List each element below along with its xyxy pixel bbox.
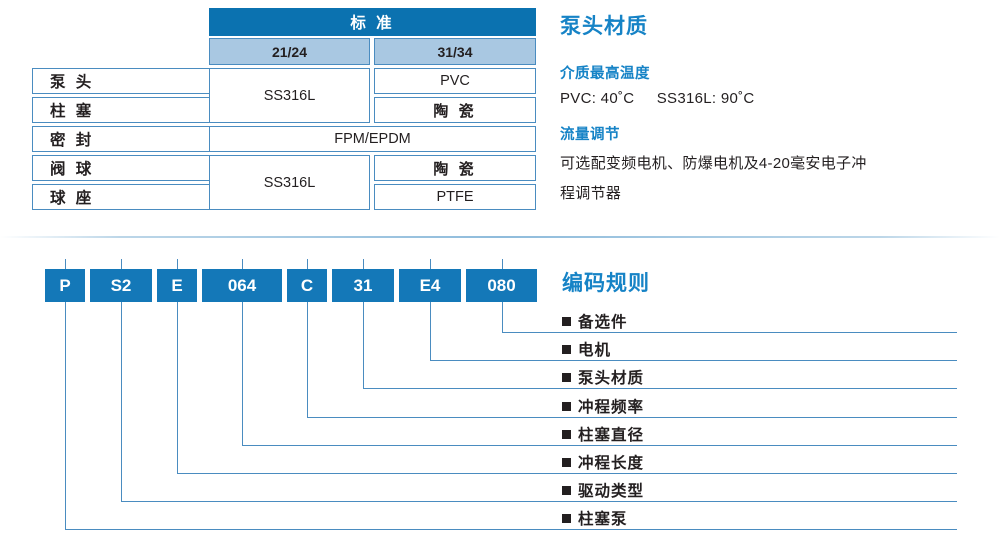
table-row-label-seal: 密 封 — [32, 126, 212, 152]
code-block-2: E — [157, 269, 197, 302]
square-bullet-icon — [562, 317, 571, 326]
code-block-tick-7 — [502, 259, 503, 269]
section-divider — [0, 236, 1000, 238]
spec-table-subheader-2124: 21/24 — [209, 38, 370, 65]
table-cell-seal-all: FPM/EPDM — [209, 126, 536, 152]
square-bullet-icon — [562, 345, 571, 355]
connector-vertical-1 — [430, 302, 431, 360]
connector-horizontal-1 — [430, 360, 957, 361]
table-cell-valve-ball-2124: SS316L — [209, 155, 370, 210]
code-block-5: 31 — [332, 269, 394, 302]
square-bullet-icon — [562, 429, 571, 439]
info-subtitle-temperature: 介质最高温度 — [560, 66, 650, 82]
connector-vertical-2 — [363, 302, 364, 388]
connector-vertical-6 — [121, 302, 122, 501]
code-block-tick-1 — [121, 259, 122, 269]
connector-vertical-3 — [307, 302, 308, 417]
connector-vertical-7 — [65, 302, 66, 529]
connector-horizontal-5 — [177, 473, 957, 474]
legend-item-label: 柱塞泵 — [578, 511, 628, 529]
table-cell-plunger-3134: 陶 瓷 — [374, 97, 536, 123]
code-block-0: P — [45, 269, 85, 302]
connector-vertical-0 — [502, 302, 503, 332]
legend-item-2: 泵头材质 — [562, 366, 644, 388]
legend-item-1: 电机 — [562, 338, 611, 360]
code-rule-title: 编码规则 — [562, 272, 650, 295]
square-bullet-icon — [562, 458, 571, 467]
info-flow-body-line-1: 可选配变频电机、防爆电机及4-20毫安电子冲 — [560, 155, 867, 172]
table-cell-ball-seat-3134: PTFE — [374, 184, 536, 210]
info-temperature-values: PVC: 40˚C SS316L: 90˚C — [560, 90, 755, 107]
legend-item-6: 驱动类型 — [562, 479, 644, 501]
spec-table: 标 准 21/24 31/34 泵 头 柱 塞 密 封 阀 球 球 座 SS31… — [0, 0, 540, 215]
legend-item-4: 柱塞直径 — [562, 423, 644, 445]
connector-vertical-4 — [242, 302, 243, 445]
legend-item-0: 备选件 — [562, 310, 628, 332]
code-block-tick-4 — [307, 259, 308, 269]
code-block-4: C — [287, 269, 327, 302]
connector-horizontal-2 — [363, 388, 957, 389]
table-row-label-valve-ball: 阀 球 — [32, 155, 212, 181]
page-title: 泵头材质 — [560, 15, 648, 38]
code-block-7: 080 — [466, 269, 537, 302]
table-cell-pump-head-2124: SS316L — [209, 68, 370, 123]
table-row-label-pump-head: 泵 头 — [32, 68, 212, 94]
legend-item-label: 驱动类型 — [578, 483, 645, 501]
code-block-tick-2 — [177, 259, 178, 269]
legend-item-3: 冲程频率 — [562, 395, 644, 417]
code-block-tick-5 — [363, 259, 364, 269]
square-bullet-icon — [562, 514, 571, 524]
connector-horizontal-6 — [121, 501, 957, 502]
table-cell-pump-head-3134: PVC — [374, 68, 536, 94]
code-block-6: E4 — [399, 269, 461, 302]
info-subtitle-flow: 流量调节 — [560, 127, 620, 143]
code-block-tick-6 — [430, 259, 431, 269]
legend-item-label: 冲程频率 — [578, 398, 645, 416]
legend-item-7: 柱塞泵 — [562, 507, 628, 529]
connector-vertical-5 — [177, 302, 178, 473]
code-block-3: 064 — [202, 269, 282, 302]
spec-table-header-standard: 标 准 — [209, 8, 536, 36]
spec-table-subheader-3134: 31/34 — [374, 38, 536, 65]
connector-horizontal-3 — [307, 417, 957, 418]
legend-item-label: 泵头材质 — [578, 370, 645, 388]
square-bullet-icon — [562, 401, 571, 411]
square-bullet-icon — [562, 373, 571, 383]
code-block-tick-0 — [65, 259, 66, 269]
connector-horizontal-0 — [502, 332, 957, 333]
table-row-label-plunger: 柱 塞 — [32, 97, 212, 123]
legend-item-5: 冲程长度 — [562, 451, 644, 473]
legend-item-label: 电机 — [578, 342, 612, 360]
code-block-tick-3 — [242, 259, 243, 269]
table-row-label-ball-seat: 球 座 — [32, 184, 212, 210]
legend-item-label: 冲程长度 — [578, 455, 645, 472]
connector-horizontal-7 — [65, 529, 957, 530]
table-cell-valve-ball-3134: 陶 瓷 — [374, 155, 536, 181]
code-block-1: S2 — [90, 269, 152, 302]
square-bullet-icon — [562, 486, 571, 496]
legend-item-label: 备选件 — [578, 314, 628, 331]
info-flow-body-line-2: 程调节器 — [560, 185, 622, 202]
legend-item-label: 柱塞直径 — [578, 426, 645, 444]
connector-horizontal-4 — [242, 445, 957, 446]
